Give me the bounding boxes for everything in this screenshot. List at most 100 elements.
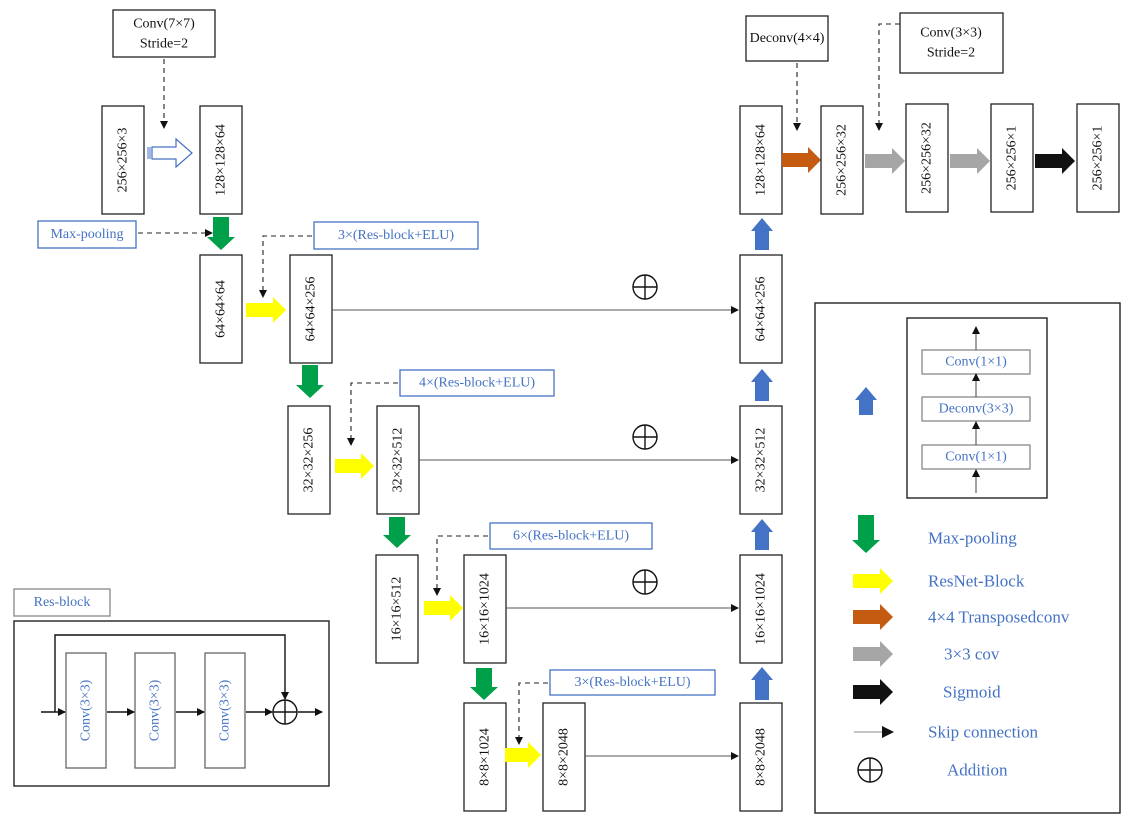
legend-maxpool-label: Max-pooling bbox=[928, 529, 1017, 548]
resnet-arrow-4 bbox=[505, 742, 541, 768]
res-block-title-label: Res-block bbox=[34, 595, 91, 610]
legend-skip-label: Skip connection bbox=[928, 723, 1039, 742]
conv3-out-tensor: 256×256×1 bbox=[990, 103, 1034, 213]
res1-tensor-frame bbox=[289, 254, 333, 364]
res-block-box bbox=[13, 620, 330, 787]
res-stage1-annotation: 3×(Res-block+ELU) bbox=[313, 221, 479, 250]
resnet-arrow-1 bbox=[246, 297, 286, 323]
legend-maxpool-icon bbox=[852, 515, 880, 553]
up1-tensor-label: 16×16×1024 bbox=[754, 573, 769, 645]
res-block-title: Res-block bbox=[13, 588, 111, 617]
res2-tensor-frame bbox=[376, 405, 420, 515]
conv7-label: Conv(7×7) bbox=[133, 17, 195, 32]
res-stage4-annotation-label: 3×(Res-block+ELU) bbox=[574, 675, 690, 690]
up1-tensor-frame bbox=[739, 554, 783, 664]
res-stage1-annotation-label: 3×(Res-block+ELU) bbox=[338, 228, 454, 243]
upsample-layer-label: Conv(1×1) bbox=[945, 355, 1007, 370]
res1-tensor: 64×64×256 bbox=[289, 254, 333, 364]
upsample-arrow-4 bbox=[751, 218, 773, 250]
conv1-tensor-label: 128×128×64 bbox=[214, 124, 229, 196]
res3-tensor: 16×16×1024 bbox=[463, 554, 507, 664]
upsample-block-box bbox=[906, 317, 1048, 499]
conv2-out-tensor-label: 256×256×32 bbox=[920, 122, 935, 194]
legend-upsample-icon bbox=[855, 387, 877, 415]
legend-transposed-label: 4×4 Transposedconv bbox=[928, 608, 1070, 627]
resnet-arrow-2 bbox=[335, 453, 374, 479]
res-stage3-annotation-label: 6×(Res-block+ELU) bbox=[513, 529, 629, 544]
deconv-out-tensor-label: 256×256×32 bbox=[835, 124, 850, 196]
pool1-tensor: 64×64×64 bbox=[199, 254, 243, 364]
res-block-shortcut bbox=[54, 634, 289, 712]
upsample-layer-label: Conv(1×1) bbox=[945, 450, 1007, 465]
up4-tensor-label: 128×128×64 bbox=[754, 124, 769, 196]
maxpool-annotation-label: Max-pooling bbox=[50, 227, 123, 242]
pool1-tensor-frame bbox=[199, 254, 243, 364]
res-stage4-pointer bbox=[515, 682, 548, 745]
input-tensor-frame bbox=[101, 105, 145, 215]
legend-resnet-icon bbox=[853, 568, 893, 594]
pool3-tensor: 16×16×512 bbox=[375, 554, 419, 664]
upsample-arrow-2 bbox=[751, 519, 773, 550]
res-stage3-annotation-frame bbox=[489, 522, 653, 550]
up1-tensor: 16×16×1024 bbox=[739, 554, 783, 664]
pool3-tensor-frame bbox=[375, 554, 419, 664]
pool1-tensor-label: 64×64×64 bbox=[214, 280, 229, 338]
res-block-conv-label: Conv(3×3) bbox=[148, 679, 163, 741]
res-block-addition bbox=[272, 699, 298, 725]
upsample-layer-frame bbox=[921, 396, 1031, 422]
res-stage3-annotation: 6×(Res-block+ELU) bbox=[489, 522, 653, 550]
conv3-out-tensor-frame bbox=[990, 103, 1034, 213]
res-stage1-annotation-frame bbox=[313, 221, 479, 250]
maxpool-arrow-2 bbox=[296, 365, 324, 398]
pool2-tensor-frame bbox=[287, 405, 331, 515]
conv2-out-tensor: 256×256×32 bbox=[905, 103, 949, 213]
conv7-arrow bbox=[151, 137, 193, 169]
res-stage2-annotation-label: 4×(Res-block+ELU) bbox=[419, 376, 535, 391]
conv1-tensor: 128×128×64 bbox=[199, 105, 243, 215]
up0-tensor: 8×8×2048 bbox=[739, 702, 783, 812]
res-block-conv-label: Conv(3×3) bbox=[79, 679, 94, 741]
res-block-conv-frame bbox=[204, 652, 246, 769]
conv3-out-tensor-label: 256×256×1 bbox=[1005, 126, 1020, 191]
res-block-conv-frame bbox=[134, 652, 176, 769]
conv-arrow-1 bbox=[865, 148, 905, 174]
output-tensor-frame bbox=[1076, 103, 1120, 213]
conv-arrow-2 bbox=[950, 148, 990, 174]
res4-tensor-label: 8×8×2048 bbox=[557, 728, 572, 786]
output-tensor-label: 256×256×1 bbox=[1091, 126, 1106, 191]
conv2-out-tensor-frame bbox=[905, 103, 949, 213]
transposed-conv-arrow bbox=[782, 147, 821, 173]
legend-box bbox=[814, 302, 1121, 814]
legend-conv-icon bbox=[853, 641, 893, 667]
res-stage2-pointer bbox=[347, 382, 398, 446]
res2-tensor: 32×32×512 bbox=[376, 405, 420, 515]
input-tensor-label: 256×256×3 bbox=[116, 128, 131, 193]
up0-tensor-label: 8×8×2048 bbox=[754, 728, 769, 786]
upsample-layer: Deconv(3×3) bbox=[921, 396, 1031, 422]
pool2-tensor-label: 32×32×256 bbox=[302, 428, 317, 493]
conv1-tensor-frame bbox=[199, 105, 243, 215]
res-block-conv-frame bbox=[65, 652, 107, 769]
conv7-annotation-frame bbox=[112, 9, 216, 58]
res-block-conv: Conv(3×3) bbox=[204, 652, 246, 769]
legend-addition-icon bbox=[857, 757, 883, 783]
conv7-annotation bbox=[112, 9, 216, 58]
res-block-conv: Conv(3×3) bbox=[134, 652, 176, 769]
upsample-layer: Conv(1×1) bbox=[921, 349, 1031, 375]
addition-2 bbox=[632, 424, 658, 450]
res3-tensor-label: 16×16×1024 bbox=[478, 573, 493, 645]
input-tensor: 256×256×3 bbox=[101, 105, 145, 215]
res-stage2-annotation: 4×(Res-block+ELU) bbox=[399, 369, 555, 397]
res-block-conv-label: Conv(3×3) bbox=[218, 679, 233, 741]
res-block-title-frame bbox=[13, 588, 111, 617]
maxpool-arrow-3 bbox=[383, 517, 411, 548]
legend-addition-label: Addition bbox=[947, 761, 1008, 780]
res-stage3-pointer bbox=[433, 535, 488, 596]
output-tensor: 256×256×1 bbox=[1076, 103, 1120, 213]
up3-tensor: 64×64×256 bbox=[739, 254, 783, 364]
addition-1 bbox=[632, 274, 658, 300]
pool3-tensor-label: 16×16×512 bbox=[390, 577, 405, 642]
conv3-annotation-frame bbox=[899, 12, 1004, 74]
legend-sigmoid-label: Sigmoid bbox=[943, 683, 1001, 702]
